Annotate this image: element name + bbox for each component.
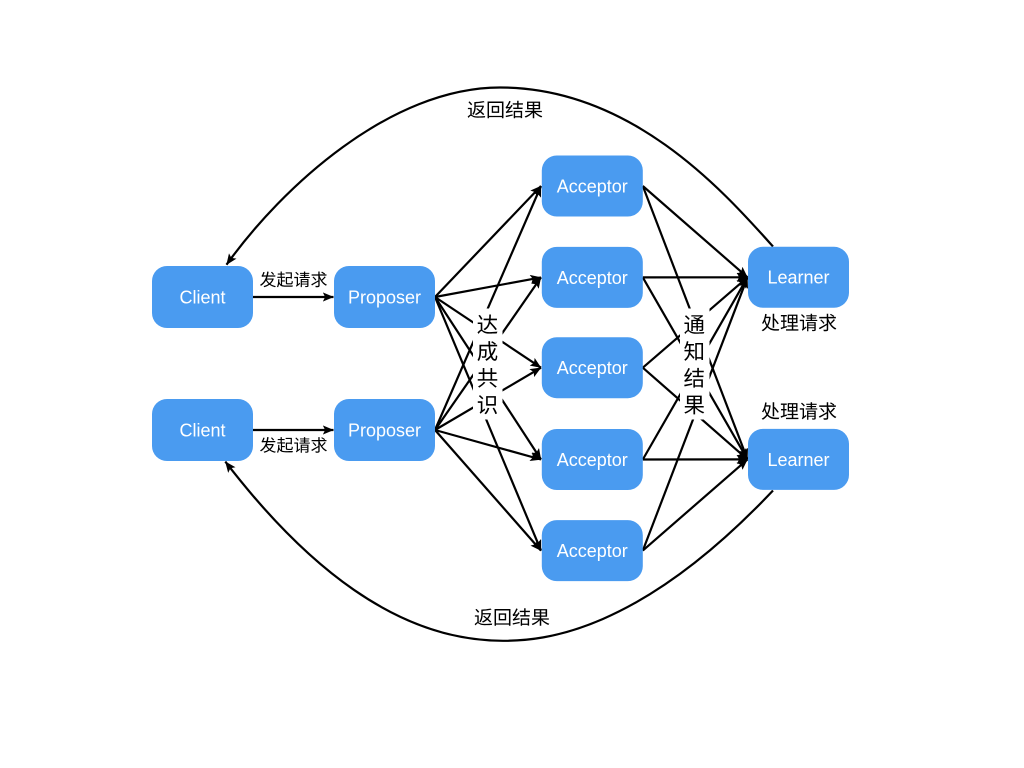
svg-text:Acceptor: Acceptor <box>557 450 628 470</box>
svg-text:Acceptor: Acceptor <box>557 176 628 196</box>
svg-text:Acceptor: Acceptor <box>557 541 628 561</box>
svg-text:Acceptor: Acceptor <box>557 268 628 288</box>
svg-text:Client: Client <box>179 420 225 440</box>
svg-text:Client: Client <box>179 287 225 307</box>
svg-text:Learner: Learner <box>767 450 829 470</box>
svg-text:Proposer: Proposer <box>348 287 421 307</box>
svg-text:Proposer: Proposer <box>348 420 421 440</box>
svg-text:Learner: Learner <box>767 268 829 288</box>
svg-text:Acceptor: Acceptor <box>557 358 628 378</box>
